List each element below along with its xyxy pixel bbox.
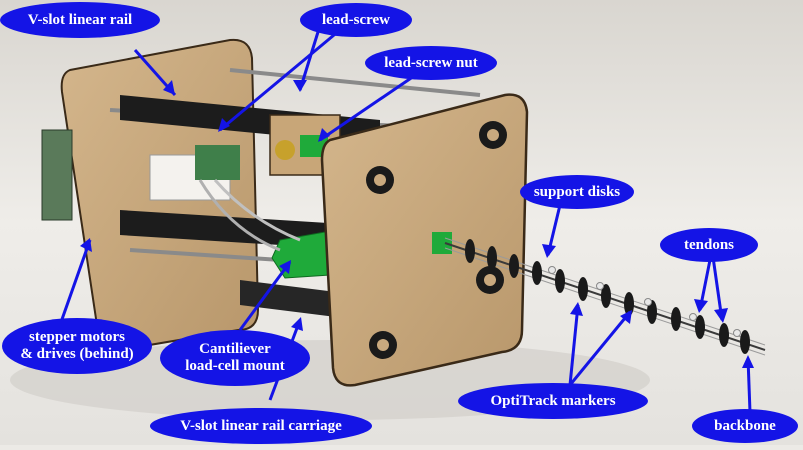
label-lead-screw-nut: lead-screw nut: [365, 46, 497, 80]
disk: [555, 269, 565, 293]
marker: [733, 329, 741, 337]
marker: [596, 282, 604, 290]
arrow-opti-2: [568, 311, 632, 386]
arrowhead: [620, 310, 632, 324]
label-vslot-linear-rail: V-slot linear rail: [0, 2, 160, 38]
label-optitrack-markers: OptiTrack markers: [458, 383, 648, 419]
disk: [695, 315, 705, 339]
label-lead-screw: lead-screw: [300, 3, 412, 37]
arrowhead: [542, 244, 556, 258]
wire: [213, 179, 301, 242]
arrow-nut: [319, 70, 421, 142]
arrow-leadscrew-2: [219, 28, 341, 132]
disk: [532, 261, 542, 285]
label-load-cell-mount: Cantiliever load-cell mount: [160, 330, 310, 386]
lead-screw-nut: [275, 140, 295, 160]
disk: [465, 239, 475, 263]
label-support-disks: support disks: [520, 175, 634, 209]
disk: [578, 277, 588, 301]
arrowhead: [293, 80, 307, 92]
label-vslot-carriage: V-slot linear rail carriage: [150, 408, 372, 444]
arrowhead: [279, 260, 291, 274]
optitrack-markers: [548, 266, 741, 337]
label-tendons: tendons: [660, 228, 758, 262]
arrow-loadcell: [238, 261, 292, 331]
arrowhead: [291, 317, 303, 331]
backbone-clamp: [432, 232, 452, 254]
arrowhead: [742, 355, 754, 368]
arrowhead: [694, 299, 708, 313]
front-plate: [320, 93, 529, 387]
arrowhead: [318, 128, 330, 142]
driver-chip: [195, 145, 240, 180]
label-stepper-motors: stepper motors & drives (behind): [2, 318, 152, 374]
arrow-heads: [80, 80, 754, 368]
lead-screw-upper: [229, 68, 481, 97]
motor-driver-board: [41, 129, 73, 221]
disk: [601, 284, 611, 308]
disk: [671, 307, 681, 331]
disk: [624, 292, 634, 316]
disk: [509, 254, 519, 278]
arrowhead: [80, 238, 92, 252]
bearing: [487, 129, 499, 141]
disk: [719, 323, 729, 347]
label-backbone: backbone: [692, 409, 798, 443]
arrowhead: [714, 308, 728, 323]
bearing: [484, 274, 496, 286]
disk: [487, 246, 497, 270]
arrowhead: [163, 80, 175, 95]
arrow-opti-1: [568, 304, 580, 386]
bearing: [374, 174, 386, 186]
support-disks: [465, 239, 750, 354]
marker: [689, 313, 697, 321]
marker: [548, 266, 556, 274]
bearing: [377, 339, 389, 351]
arrowhead: [570, 302, 583, 316]
disk: [647, 300, 657, 324]
arrow-stepper: [58, 239, 92, 326]
marker: [644, 298, 652, 306]
disk: [740, 330, 750, 354]
arrowhead: [218, 118, 230, 132]
wire: [198, 179, 281, 252]
